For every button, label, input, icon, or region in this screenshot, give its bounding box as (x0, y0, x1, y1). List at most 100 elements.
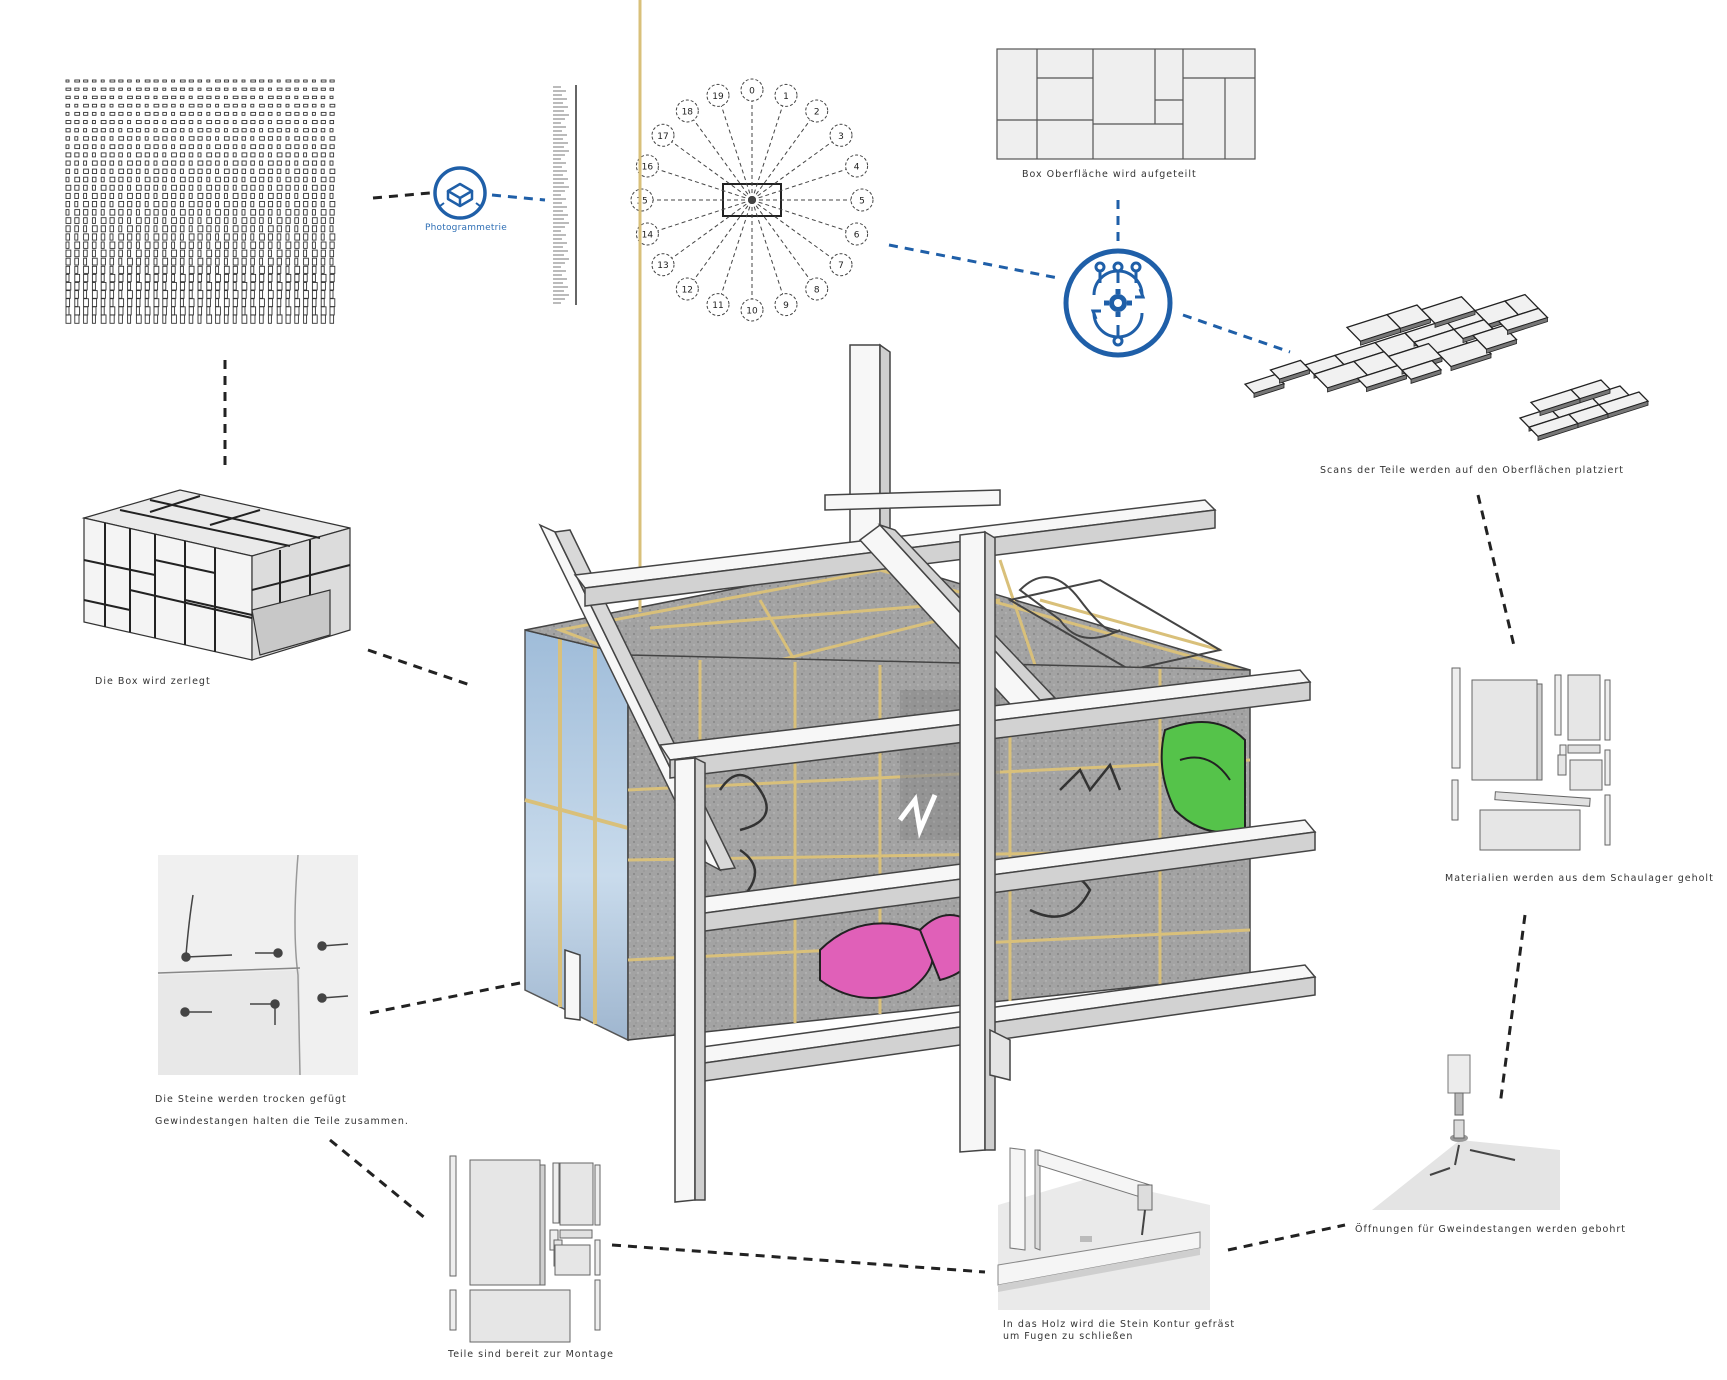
scan-cell (215, 192, 220, 199)
scan-cell (127, 282, 132, 291)
scan-cell (74, 144, 81, 150)
scan-cell (320, 241, 327, 249)
scan-cell (83, 136, 89, 141)
scan-cell (250, 95, 255, 100)
scan-cell (83, 298, 89, 308)
scan-cell (215, 233, 220, 241)
scan-cell (109, 168, 114, 174)
scan-cell (250, 282, 256, 291)
scan-cell (232, 298, 238, 308)
scan-cell (320, 233, 325, 241)
scan-cell (241, 249, 248, 258)
scan-cell (329, 95, 334, 100)
scan-cell (320, 265, 325, 274)
scan-cell (127, 160, 133, 166)
camera-ray (717, 95, 753, 201)
scan-cell (65, 298, 71, 308)
scan-cell (329, 79, 335, 83)
scan-cell (118, 120, 123, 125)
scan-cell (276, 217, 283, 224)
scan-cell (294, 233, 301, 241)
scan-cell (127, 233, 133, 241)
scan-cell (276, 233, 282, 241)
scan-cell (91, 87, 96, 91)
scan-cell (197, 314, 202, 324)
scan-cell (311, 184, 318, 191)
camera-position-marker (774, 293, 798, 317)
scan-cell (179, 257, 185, 266)
scan-cell (91, 111, 97, 116)
scan-cell (276, 128, 282, 133)
scan-cell (65, 257, 71, 266)
scan-cell (259, 290, 264, 299)
scan-cell (135, 282, 142, 291)
scan-cell (329, 111, 335, 116)
scan-cell (100, 176, 105, 183)
scan-cell (162, 209, 167, 216)
photogrammetry-label: Photogrammetrie (425, 223, 507, 233)
scan-cell (127, 290, 133, 299)
scan-cell (303, 298, 309, 308)
scan-cell (144, 79, 151, 83)
scan-cell (179, 95, 185, 100)
scan-cell (250, 225, 255, 233)
scan-cell (65, 79, 70, 83)
scan-cell (153, 257, 158, 266)
scan-cell (135, 209, 140, 216)
scan-cell (241, 233, 247, 241)
camera-ray (717, 199, 753, 305)
scan-cell (171, 314, 177, 324)
camera-ray (751, 95, 787, 201)
scan-cell (127, 120, 132, 125)
scan-cell (215, 103, 220, 108)
scan-cell (179, 282, 186, 291)
scan-cell (250, 265, 255, 274)
scan-cell (144, 144, 151, 150)
scan-cell (100, 103, 106, 108)
camera-position-marker (850, 188, 874, 212)
scan-cell (329, 160, 334, 166)
scan-cell (259, 128, 264, 133)
scan-cell (135, 111, 140, 116)
scan-cell (100, 217, 107, 224)
scan-cell (162, 176, 167, 183)
scan-cell (232, 111, 238, 116)
scan-cell (206, 144, 211, 150)
scan-cell (259, 152, 264, 158)
scan-cell (285, 176, 292, 183)
scan-cell (109, 176, 116, 183)
scan-cell (162, 217, 167, 224)
scan-cell (188, 282, 194, 291)
scan-cell (100, 160, 106, 166)
scan-cell (311, 87, 318, 91)
scan-cell (285, 192, 291, 199)
scan-cell (162, 306, 167, 316)
scan-cell (232, 265, 238, 274)
scan-cell (320, 217, 326, 224)
scan-cell (197, 249, 202, 258)
scan-cell (162, 87, 167, 91)
scan-cell (91, 233, 98, 241)
scan-cell (65, 160, 71, 166)
scan-cell (83, 241, 89, 249)
scan-cell (294, 136, 301, 141)
scan-cell (285, 120, 291, 125)
scan-cell (197, 160, 204, 166)
scan-cell (188, 265, 195, 274)
scan-cell (311, 160, 318, 166)
scan-cell (241, 209, 246, 216)
scan-cell (118, 290, 123, 299)
scan-cell (171, 152, 177, 158)
scan-cell (83, 111, 89, 116)
scan-cell (276, 241, 281, 249)
scan-cell (215, 160, 220, 166)
scan-cell (250, 120, 256, 125)
scan-cell (329, 87, 335, 91)
scan-cell (241, 290, 247, 299)
scan-cell (127, 209, 132, 216)
scan-cell (276, 273, 281, 283)
scan-cell (153, 314, 159, 324)
scan-cell (100, 120, 107, 125)
scan-cell (109, 282, 115, 291)
camera-ray (751, 199, 842, 266)
